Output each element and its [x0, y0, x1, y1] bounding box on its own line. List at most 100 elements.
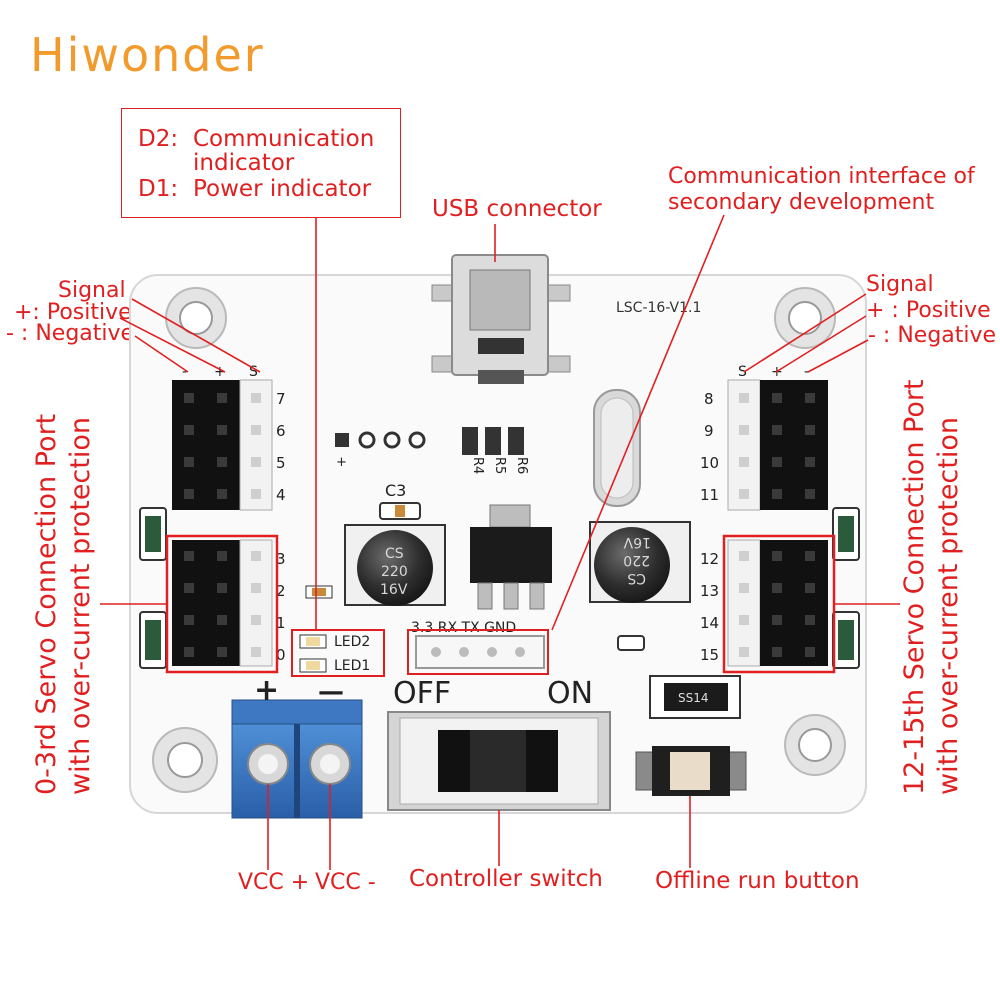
- d2-text: Communication: [193, 126, 375, 152]
- header-pin: [251, 425, 261, 435]
- header-pin: [739, 583, 749, 593]
- header-pin: [739, 615, 749, 625]
- header-pin: [217, 489, 227, 499]
- d1-text: Power indicator: [193, 176, 372, 202]
- via-plus-label: +: [336, 455, 347, 470]
- brand-logo: Hiwonder: [30, 28, 265, 82]
- mount-hole-tr: [774, 287, 836, 349]
- header-pin: [805, 583, 815, 593]
- vcc-minus-label: VCC -: [315, 870, 376, 895]
- usb-connector: [431, 254, 571, 384]
- right-signal-label: Signal: [866, 272, 934, 297]
- port-9: 9: [704, 422, 714, 440]
- right-pin-minus: -: [804, 364, 809, 380]
- port-2: 2: [276, 582, 286, 600]
- terminal-minus-label: —: [318, 677, 344, 707]
- r6-label: R6: [514, 457, 529, 474]
- header-pin: [772, 489, 782, 499]
- mount-hole-br: [784, 714, 846, 776]
- header-pin: [805, 393, 815, 403]
- right-header-top: [727, 379, 828, 511]
- port-14: 14: [700, 614, 719, 632]
- r4-label: R4: [470, 457, 485, 474]
- board-model: LSC-16-V1.1: [616, 300, 701, 316]
- header-pin: [217, 425, 227, 435]
- port-3: 3: [276, 550, 286, 568]
- off-label: OFF: [393, 676, 451, 711]
- mount-hole-bl: [152, 727, 218, 793]
- offline-label: Offline run button: [655, 868, 860, 894]
- header-pin: [184, 393, 194, 403]
- ss14-label: SS14: [678, 691, 709, 705]
- header-pin: [251, 615, 261, 625]
- comm-pins-label: 3.3 RX TX GND: [411, 620, 516, 636]
- header-pin: [772, 425, 782, 435]
- via-dots: [335, 431, 426, 449]
- capacitor-left: [344, 524, 446, 606]
- header-pin: [184, 457, 194, 467]
- header-pin: [805, 457, 815, 467]
- r5-label: R5: [492, 457, 507, 474]
- small-smd: [617, 635, 645, 651]
- capacitor-right: [589, 521, 691, 603]
- indicator-legend-box: [121, 108, 401, 218]
- comm-highlight: [407, 629, 549, 675]
- usb-label: USB connector: [432, 196, 602, 222]
- header-pin: [739, 551, 749, 561]
- voltage-regulator: [470, 504, 552, 610]
- c3-label: C3: [385, 481, 406, 500]
- header-pin: [217, 551, 227, 561]
- left-signal-label: Signal: [58, 278, 126, 303]
- header-pin: [217, 647, 227, 657]
- header-pin: [805, 551, 815, 561]
- header-pin: [251, 551, 261, 561]
- header-pin: [251, 583, 261, 593]
- right-header-bottom: [727, 539, 828, 667]
- header-pin: [772, 647, 782, 657]
- header-pin: [184, 551, 194, 561]
- terminal-plus-label: +: [254, 673, 279, 708]
- port-11: 11: [700, 486, 719, 504]
- port-5: 5: [276, 454, 286, 472]
- left-pin-s: S: [249, 364, 258, 380]
- power-terminal: [231, 699, 363, 819]
- header-pin: [184, 647, 194, 657]
- port-6: 6: [276, 422, 286, 440]
- header-pin: [739, 393, 749, 403]
- left-pin-plus: +: [214, 364, 226, 380]
- cap-right-line-1: CS: [627, 570, 646, 586]
- mount-hole-tl: [165, 287, 227, 349]
- header-pin: [772, 583, 782, 593]
- port-13: 13: [700, 582, 719, 600]
- port-10: 10: [700, 454, 719, 472]
- vcc-plus-label: VCC +: [238, 870, 310, 895]
- comm-label-2: secondary development: [668, 190, 935, 215]
- led1-label: LED1: [334, 658, 370, 674]
- header-pin: [739, 425, 749, 435]
- right-pin-s: S: [738, 364, 747, 380]
- pin-dots: [184, 393, 815, 657]
- header-pin: [217, 457, 227, 467]
- cap-left-line-1: CS: [385, 546, 404, 562]
- port-4: 4: [276, 486, 286, 504]
- port-15: 15: [700, 646, 719, 664]
- header-pin: [184, 583, 194, 593]
- cap-right-line-2: 220: [623, 552, 650, 568]
- header-pin: [772, 457, 782, 467]
- resistor-array: [462, 427, 524, 455]
- port-0: 0: [276, 646, 286, 664]
- d2-text-2: indicator: [193, 150, 295, 176]
- header-pin: [772, 551, 782, 561]
- header-pin: [217, 393, 227, 403]
- header-pin: [772, 615, 782, 625]
- led-highlight: [291, 629, 385, 677]
- header-pin: [184, 615, 194, 625]
- offline-run-button: [635, 746, 747, 796]
- port-7: 7: [276, 390, 286, 408]
- header-pin: [805, 489, 815, 499]
- port-1: 1: [276, 614, 286, 632]
- controller-switch: [387, 711, 611, 811]
- cap-left-line-2: 220: [381, 564, 408, 580]
- left-header-bottom: [172, 539, 273, 667]
